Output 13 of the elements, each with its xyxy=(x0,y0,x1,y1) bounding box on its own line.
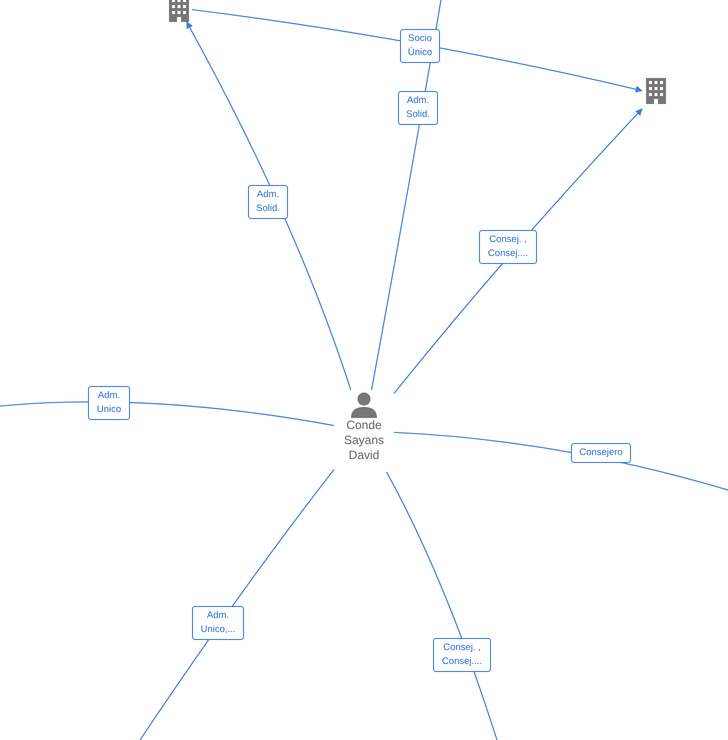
edge-label: Adm. Unico xyxy=(88,386,130,420)
connector-line xyxy=(140,469,334,740)
arrow xyxy=(186,21,352,390)
connector-line xyxy=(386,472,498,740)
edge-label: Adm. Solid. xyxy=(248,185,288,219)
person-name: Conde Sayans David xyxy=(342,418,386,463)
edge-label: Consej. , Consej.... xyxy=(479,230,537,264)
edge-label: Consejero xyxy=(571,443,631,463)
edge-label: Adm. Unico,... xyxy=(192,606,244,640)
edge-label: Adm. Solid. xyxy=(398,91,438,125)
arrow xyxy=(192,9,643,93)
edge-label: Consej. , Consej.... xyxy=(433,638,491,672)
edge-label: Socio Único xyxy=(400,29,440,63)
